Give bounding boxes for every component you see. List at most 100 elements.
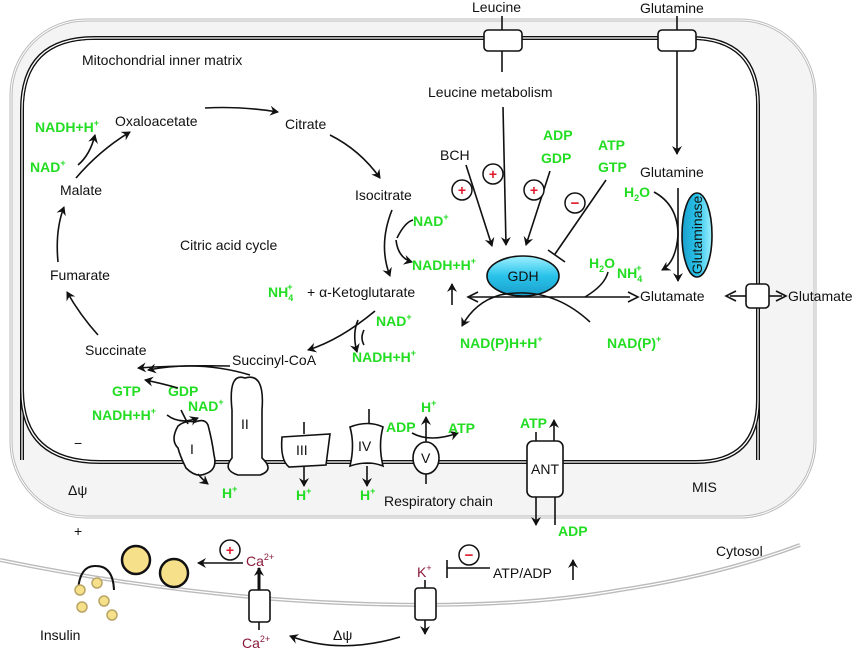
reg-gtp: GTP	[598, 159, 627, 175]
reg-gdp: GDP	[541, 150, 571, 166]
k-channel	[414, 580, 437, 635]
reg-atp: ATP	[598, 137, 625, 153]
cycle-nadh-1: NADH+H+	[35, 118, 99, 135]
inner-membrane	[20, 36, 761, 464]
svg-text:+: +	[489, 166, 497, 182]
atpsynth-h: H+	[421, 398, 436, 415]
svg-text:ANT: ANT	[531, 461, 559, 477]
succinyl-to-succinate-arrow	[147, 363, 251, 376]
insulin-granules	[74, 544, 190, 621]
cycle-nad-2: NAD+	[413, 212, 449, 229]
gdh-nh4: NH4+	[617, 263, 642, 284]
ca-channel	[248, 567, 271, 630]
cycle-gdp: GDP	[168, 383, 198, 399]
svg-text:II: II	[241, 416, 249, 432]
isocitrate: Isocitrate	[355, 187, 412, 203]
malate: Malate	[60, 182, 102, 198]
leucine-metabolism-label: Leucine metabolism	[428, 84, 553, 100]
complex-i: I	[166, 409, 216, 485]
bch-activator-badge: +	[451, 179, 473, 201]
succinyl-coa: Succinyl-CoA	[232, 352, 317, 368]
glutamine-transporter	[657, 16, 697, 155]
svg-text:−: −	[465, 547, 474, 564]
svg-text:V: V	[421, 450, 431, 466]
gtp-arrow	[144, 376, 179, 389]
h-out-i: H+	[222, 484, 237, 501]
citrate: Citrate	[285, 116, 326, 132]
ca-ion-in: Ca2+	[246, 552, 274, 569]
succinate: Succinate	[85, 342, 147, 358]
glutaminase-enzyme: Glutaminase	[681, 192, 713, 278]
gdh-nadph: NAD(P)H+H+	[460, 334, 543, 351]
glutaminase-h2o: H2O	[624, 184, 650, 203]
ant-atp: ATP	[520, 415, 547, 431]
complex-iii: III	[280, 422, 331, 487]
respiratory-chain-label: Respiratory chain	[384, 493, 493, 509]
complex-iv: IV	[348, 409, 385, 487]
atpsynth-adp: ADP	[386, 419, 416, 435]
bch-label: BCH	[440, 147, 470, 163]
fumarate: Fumarate	[50, 267, 110, 283]
cycle-nad-3: NAD+	[376, 312, 412, 329]
ca-ion-out: Ca2+	[242, 634, 270, 650]
cycle-nadh-2: NADH+H+	[412, 256, 476, 273]
k-ion: K+	[417, 563, 432, 580]
ant-adp: ADP	[558, 523, 588, 539]
glutamate-transporter	[724, 283, 788, 309]
leucine-label: Leucine	[472, 0, 521, 15]
atpsynth-atp: ATP	[448, 420, 475, 436]
leucine-transporter	[483, 16, 523, 72]
plasma-membrane	[0, 543, 801, 607]
delta-psi-mito: Δψ	[68, 482, 87, 498]
oxaloacetate: Oxaloacetate	[115, 113, 198, 129]
svg-text:III: III	[296, 442, 308, 458]
svg-text:NH4+: NH4+	[268, 282, 293, 303]
minus-sign: −	[74, 435, 82, 451]
mis-label: MIS	[692, 479, 717, 495]
h-out-iv: H+	[360, 486, 375, 503]
matrix-label: Mitochondrial inner matrix	[82, 52, 242, 68]
leucine-activator-badge: +	[482, 163, 504, 185]
resp-nadh: NADH+H+	[92, 406, 156, 423]
delta-psi-cell: Δψ	[333, 627, 352, 643]
cycle-nadh-3: NADH+H+	[352, 348, 416, 365]
svg-text:+: +	[458, 182, 466, 198]
adp-activator-badge: +	[523, 179, 545, 201]
cycle-gtp: GTP	[112, 383, 141, 399]
svg-text:+: +	[530, 182, 538, 198]
glutamine-inner: Glutamine	[640, 164, 704, 180]
glutamate-outer: Glutamate	[788, 288, 853, 304]
gdh-enzyme: GDH	[486, 255, 560, 297]
svg-text:GDH: GDH	[507, 268, 538, 284]
glutamine-label: Glutamine	[640, 0, 704, 16]
akg-plus: +	[307, 284, 315, 300]
reg-adp: ADP	[543, 127, 573, 143]
plus-sign: +	[74, 523, 82, 539]
resp-nad: NAD+	[188, 397, 224, 414]
svg-text:Glutaminase: Glutaminase	[689, 195, 705, 274]
svg-text:I: I	[190, 441, 194, 457]
delta-psi-arrow	[289, 634, 401, 647]
glutaminase-reaction	[653, 188, 683, 282]
cytosol-label: Cytosol	[716, 543, 763, 559]
cycle-label: Citric acid cycle	[180, 237, 277, 253]
svg-text:+ α-Ketoglutarate: + α-Ketoglutarate	[307, 284, 415, 300]
ca-activator-badge: +	[219, 539, 241, 561]
svg-text:−: −	[571, 195, 580, 212]
svg-text:IV: IV	[358, 438, 372, 454]
cycle-nad-1: NAD+	[30, 158, 66, 175]
svg-text:+: +	[226, 542, 234, 558]
gdh-nadp: NAD(P)+	[607, 334, 661, 351]
insulin-label: Insulin	[40, 627, 80, 643]
ant-transporter: ANT	[526, 419, 564, 526]
alpha-ketoglutarate: α-Ketoglutarate	[319, 284, 415, 300]
h-out-iii: H+	[296, 486, 311, 503]
k-channel-inhibition: −	[446, 544, 490, 578]
atp-adp-ratio: ATP/ADP	[493, 565, 552, 581]
gdh-h2o: H2O	[589, 255, 615, 274]
atp-inhibitor-badge: −	[564, 192, 586, 214]
gdh-regulation-lines	[465, 106, 607, 263]
gdh-reaction-arrows	[447, 271, 640, 327]
glutamate-inner: Glutamate	[640, 288, 705, 304]
